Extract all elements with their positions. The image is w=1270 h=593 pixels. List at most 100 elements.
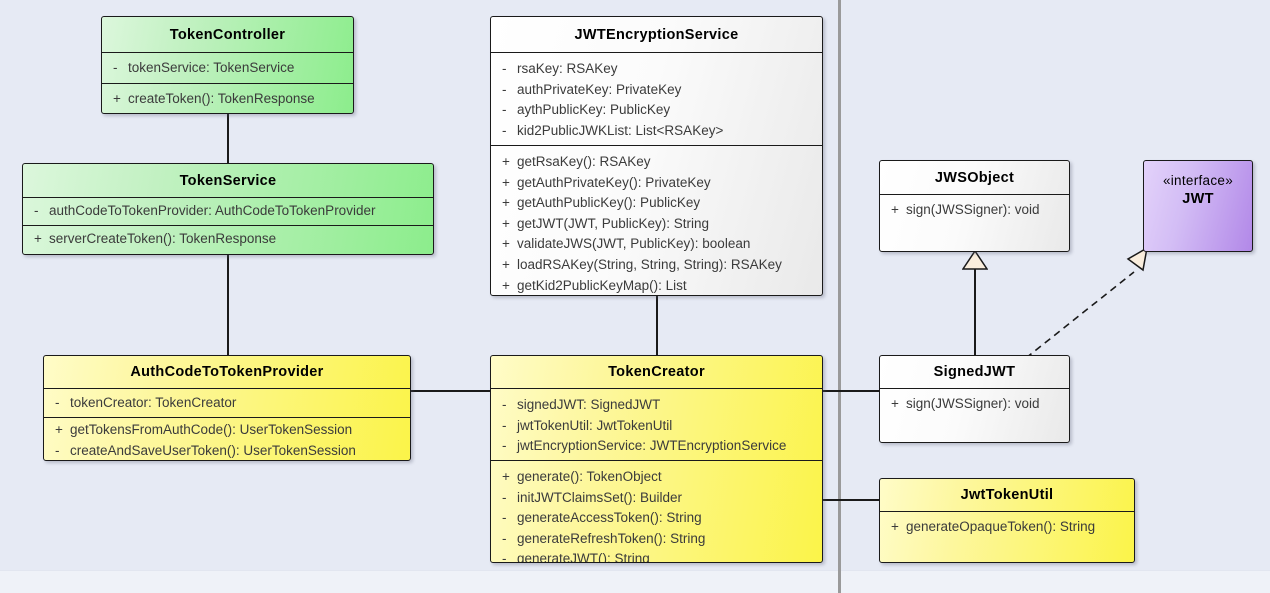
class-member-row: - tokenCreator: TokenCreator: [44, 393, 404, 414]
class-member-row: + sign(JWSSigner): void: [880, 394, 1063, 415]
member-signature: getAuthPublicKey(): PublicKey: [517, 195, 701, 211]
member-signature: authCodeToTokenProvider: AuthCodeToToken…: [49, 203, 376, 218]
member-signature: getAuthPrivateKey(): PrivateKey: [517, 174, 711, 190]
edge-jwtencryptionservice-tokencreator: [656, 296, 658, 355]
class-name: JWT: [1182, 190, 1214, 207]
class-box-jwt-interface[interactable]: «interface» JWT: [1143, 160, 1253, 252]
class-member-row: - initJWTClaimsSet(): Builder: [491, 488, 816, 509]
class-name: SignedJWT: [933, 364, 1016, 380]
member-signature: sign(JWSSigner): void: [906, 202, 1040, 217]
edge-tokenservice-authcodetotokenprovider: [227, 254, 229, 355]
generalization-arrowhead-jwsobject: [962, 250, 988, 270]
member-signature: jwtEncryptionService: JWTEncryptionServi…: [517, 438, 787, 454]
member-signature: authPrivateKey: PrivateKey: [517, 81, 682, 97]
class-title-jwtencryptionservice: JWTEncryptionService: [491, 17, 822, 53]
class-name: JWSObject: [934, 169, 1015, 186]
visibility-marker: -: [34, 203, 39, 218]
class-title-jwttokenutil: JwtTokenUtil: [880, 479, 1134, 512]
visibility-marker: +: [891, 396, 899, 411]
class-member-row: + getAuthPublicKey(): PublicKey: [491, 193, 816, 214]
class-title-tokencreator: TokenCreator: [491, 356, 822, 389]
visibility-marker: +: [502, 215, 510, 231]
class-member-row: + generate(): TokenObject: [491, 467, 816, 488]
class-title-signedjwt: SignedJWT: [880, 356, 1069, 389]
member-signature: serverCreateToken(): TokenResponse: [49, 231, 277, 246]
member-signature: tokenCreator: TokenCreator: [70, 395, 237, 410]
class-box-tokenservice[interactable]: TokenService - authCodeToTokenProvider: …: [22, 163, 434, 255]
class-attributes-jwsobject: + sign(JWSSigner): void: [880, 195, 1069, 251]
class-box-jwtencryptionservice[interactable]: JWTEncryptionService - rsaKey: RSAKey - …: [490, 16, 823, 296]
class-box-jwttokenutil[interactable]: JwtTokenUtil + generateOpaqueToken(): St…: [879, 478, 1135, 563]
member-signature: generateJWT(): String: [517, 551, 650, 563]
visibility-marker: +: [891, 519, 899, 534]
class-name: TokenCreator: [608, 364, 705, 380]
member-signature: rsaKey: RSAKey: [517, 61, 618, 76]
class-box-jwsobject[interactable]: JWSObject + sign(JWSSigner): void: [879, 160, 1070, 252]
visibility-marker: +: [502, 174, 510, 190]
member-signature: aythPublicKey: PublicKey: [517, 102, 671, 118]
class-name: TokenController: [169, 26, 286, 43]
class-box-tokencontroller[interactable]: TokenController - tokenService: TokenSer…: [101, 16, 354, 114]
visibility-marker: +: [502, 195, 510, 211]
class-member-row: - kid2PublicJWKList: List<RSAKey>: [491, 121, 816, 142]
visibility-marker: -: [55, 395, 60, 410]
visibility-marker: +: [34, 231, 42, 246]
class-methods-authcodetotokenprovider: + getTokensFromAuthCode(): UserTokenSess…: [44, 418, 410, 460]
visibility-marker: +: [113, 91, 121, 106]
member-signature: createAndSaveUserToken(): UserTokenSessi…: [70, 442, 356, 458]
visibility-marker: -: [502, 551, 507, 563]
visibility-marker: -: [502, 61, 507, 76]
visibility-marker: +: [55, 422, 63, 437]
member-signature: tokenService: TokenService: [128, 60, 295, 75]
class-member-row: + getRsaKey(): RSAKey: [491, 152, 816, 173]
class-attributes-tokenservice: - authCodeToTokenProvider: AuthCodeToTok…: [23, 198, 433, 226]
class-title-tokenservice: TokenService: [23, 164, 433, 198]
class-box-signedjwt[interactable]: SignedJWT + sign(JWSSigner): void: [879, 355, 1070, 443]
class-attributes-signedjwt: + sign(JWSSigner): void: [880, 389, 1069, 442]
member-signature: generateRefreshToken(): String: [517, 530, 706, 546]
visibility-marker: -: [502, 510, 507, 526]
member-signature: createToken(): TokenResponse: [128, 91, 315, 106]
class-member-row: - tokenService: TokenService: [102, 58, 347, 79]
edge-tokencreator-signedjwt: [823, 390, 881, 392]
member-signature: getJWT(JWT, PublicKey): String: [517, 215, 710, 231]
class-member-row: - jwtEncryptionService: JWTEncryptionSer…: [491, 436, 816, 457]
class-member-row: + sign(JWSSigner): void: [880, 200, 1063, 221]
class-member-row: + getTokensFromAuthCode(): UserTokenSess…: [44, 420, 404, 441]
class-title-authcodetotokenprovider: AuthCodeToTokenProvider: [44, 356, 410, 389]
visibility-marker: -: [502, 122, 507, 138]
class-attributes-jwtencryptionservice: - rsaKey: RSAKey - authPrivateKey: Priva…: [491, 53, 822, 146]
visibility-marker: -: [502, 102, 507, 118]
visibility-marker: -: [502, 417, 507, 433]
class-member-row: + getAuthPrivateKey(): PrivateKey: [491, 173, 816, 194]
visibility-marker: -: [55, 442, 60, 458]
edge-signedjwt-jwsobject: [974, 268, 976, 356]
member-signature: generateOpaqueToken(): String: [906, 519, 1096, 534]
visibility-marker: -: [113, 60, 118, 75]
edge-tokencreator-jwttokenutil: [823, 499, 881, 501]
class-member-row: + validateJWS(JWT, PublicKey): boolean: [491, 234, 816, 255]
class-box-authcodetotokenprovider[interactable]: AuthCodeToTokenProvider - tokenCreator: …: [43, 355, 411, 461]
realization-arrowhead-jwt: [1126, 246, 1149, 272]
class-member-row: - rsaKey: RSAKey: [491, 59, 816, 80]
class-member-row: - createAndSaveUserToken(): UserTokenSes…: [44, 441, 404, 460]
class-attributes-jwttokenutil: + generateOpaqueToken(): String: [880, 512, 1134, 562]
member-signature: initJWTClaimsSet(): Builder: [517, 489, 683, 505]
class-member-row: + generateOpaqueToken(): String: [880, 517, 1128, 538]
class-methods-tokencreator: + generate(): TokenObject - initJWTClaim…: [491, 461, 822, 563]
class-box-tokencreator[interactable]: TokenCreator - signedJWT: SignedJWT - jw…: [490, 355, 823, 563]
class-attributes-tokencontroller: - tokenService: TokenService: [102, 53, 353, 84]
visibility-marker: +: [891, 202, 899, 217]
class-member-row: - authPrivateKey: PrivateKey: [491, 80, 816, 101]
visibility-marker: -: [502, 489, 507, 505]
class-member-row: - authCodeToTokenProvider: AuthCodeToTok…: [23, 201, 427, 222]
member-signature: getKid2PublicKeyMap(): List: [517, 277, 687, 293]
class-name: JwtTokenUtil: [960, 487, 1054, 503]
class-member-row: - aythPublicKey: PublicKey: [491, 100, 816, 121]
edge-tokencontroller-tokenservice: [227, 113, 229, 163]
class-member-row: - generateAccessToken(): String: [491, 508, 816, 529]
class-stereotype: «interface»: [1162, 173, 1234, 188]
visibility-marker: +: [502, 469, 510, 484]
panel-divider: [838, 0, 841, 593]
member-signature: getTokensFromAuthCode(): UserTokenSessio…: [70, 422, 353, 437]
